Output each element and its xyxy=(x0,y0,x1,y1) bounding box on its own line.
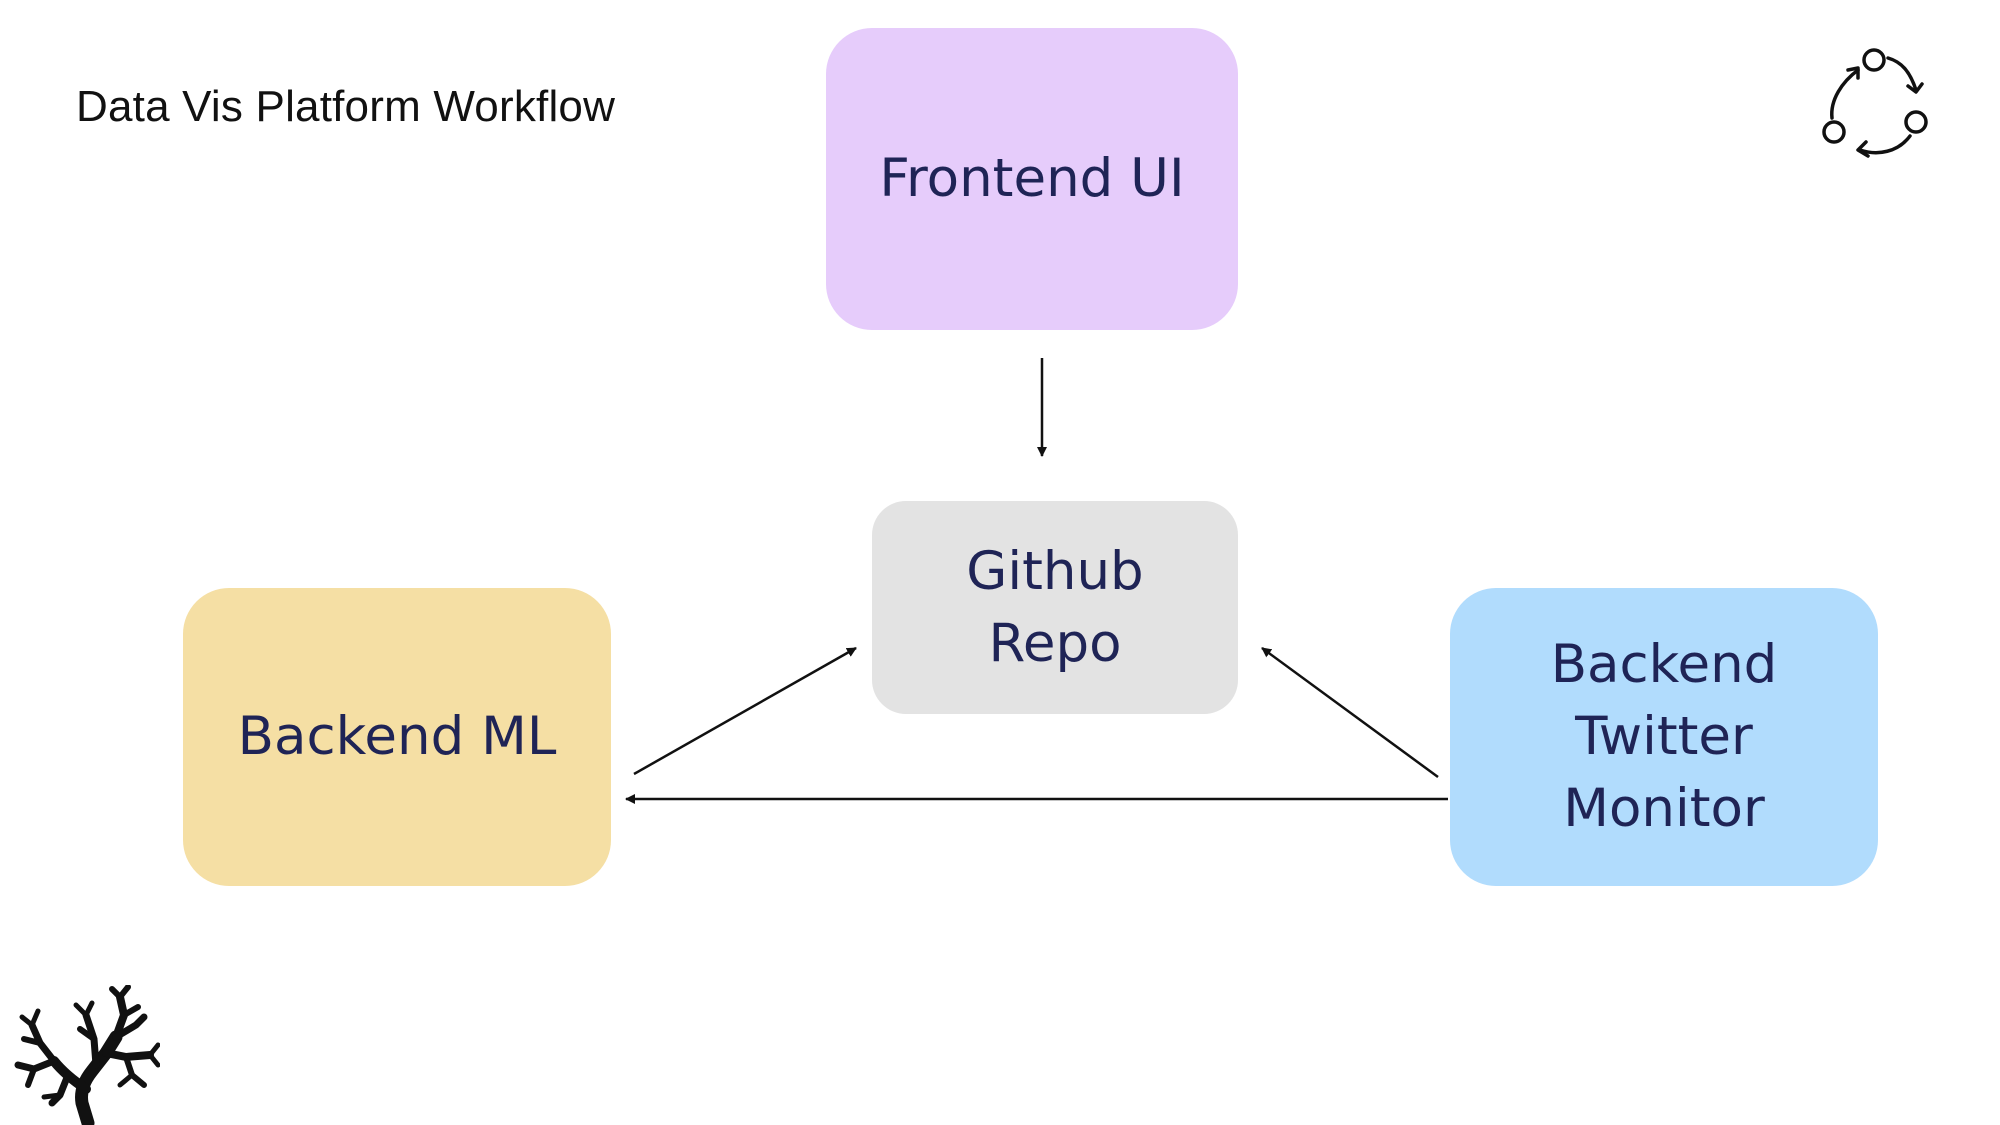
node-github-repo-label: Github Repo xyxy=(966,540,1144,674)
diagram-title: Data Vis Platform Workflow xyxy=(76,82,616,131)
node-backend-ml: Backend ML xyxy=(183,588,611,886)
node-backend-twitter-monitor-label: Backend Twitter Monitor xyxy=(1550,634,1778,839)
node-github-repo: Github Repo xyxy=(872,501,1238,714)
node-frontend-ui: Frontend UI xyxy=(826,28,1238,330)
cycle-workflow-icon xyxy=(1822,48,1928,158)
arrow-ml-to-github xyxy=(633,646,857,776)
tree-logo-icon xyxy=(14,985,160,1125)
node-frontend-ui-label: Frontend UI xyxy=(879,148,1185,209)
node-backend-twitter-monitor: Backend Twitter Monitor xyxy=(1450,588,1878,886)
node-backend-ml-label: Backend ML xyxy=(237,706,557,767)
arrow-twitter-to-github xyxy=(1261,646,1439,779)
